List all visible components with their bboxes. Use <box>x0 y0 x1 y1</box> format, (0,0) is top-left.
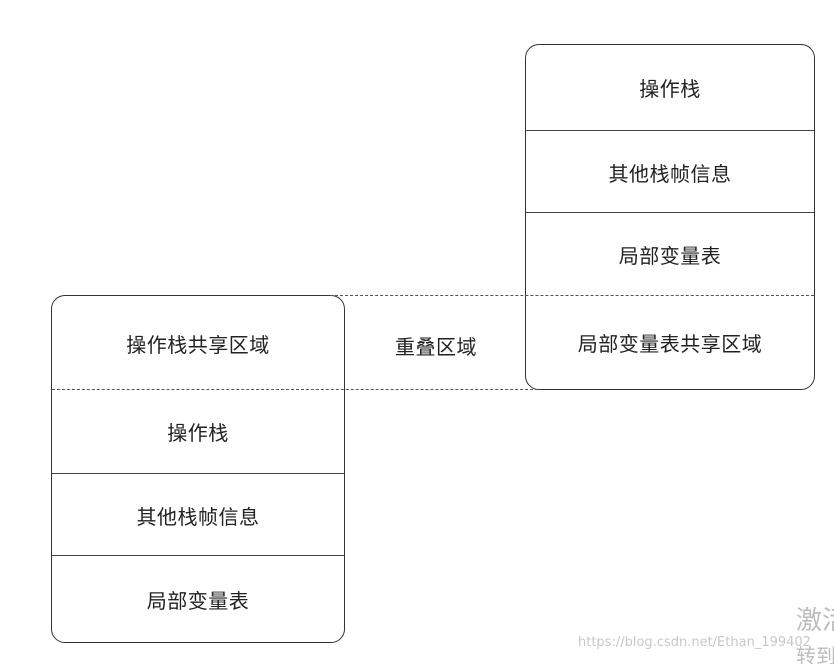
lower-local-variable-table: 局部变量表 <box>52 555 344 643</box>
upper-local-variable-table: 局部变量表 <box>526 212 814 296</box>
overlap-top-dashed-line <box>330 295 814 296</box>
watermark-goto-text: 转到 <box>796 644 834 664</box>
upper-other-frame-info: 其他栈帧信息 <box>526 130 814 213</box>
upper-local-variable-shared-area: 局部变量表共享区域 <box>577 331 763 356</box>
upper-operand-stack: 操作栈 <box>639 77 701 101</box>
watermark-activate-text: 激活 <box>796 606 834 636</box>
lower-other-frame-info: 其他栈帧信息 <box>52 473 344 556</box>
lower-operand-stack-shared-area: 操作栈共享区域 <box>126 332 270 357</box>
watermark-url: https://blog.csdn.net/Ethan_199402 <box>578 635 811 650</box>
overlap-region-label: 重叠区域 <box>395 334 477 359</box>
lower-operand-stack: 操作栈 <box>167 421 229 445</box>
upper-stack-frame: 操作栈 其他栈帧信息 局部变量表 局部变量表共享区域 <box>525 44 815 390</box>
lower-stack-frame: 操作栈共享区域 操作栈 其他栈帧信息 局部变量表 <box>51 295 345 643</box>
overlap-bottom-dashed-line <box>52 389 538 390</box>
